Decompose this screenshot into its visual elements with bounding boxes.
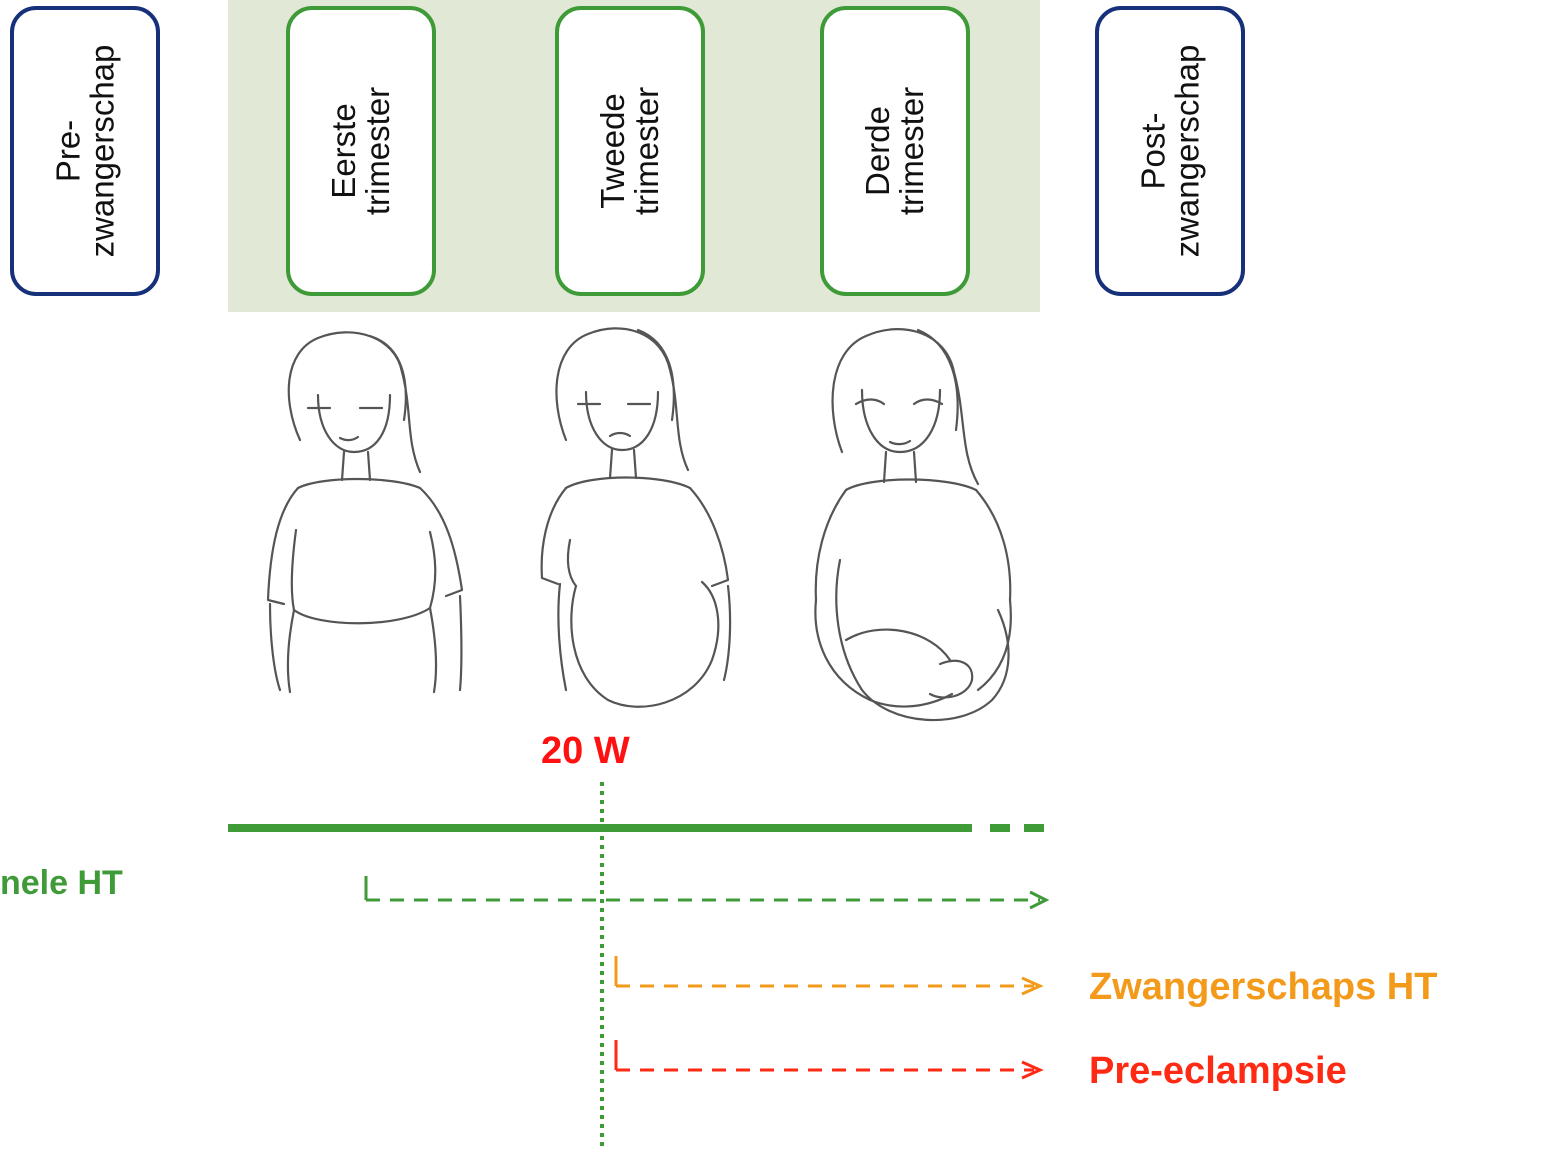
gestational-ht-arrow — [614, 956, 1044, 996]
chronic-ht-label: nele HT — [0, 864, 123, 902]
figure-first-trimester — [266, 331, 464, 694]
figure-second-trimester — [540, 327, 732, 708]
phase-pre-pregnancy: Pre-zwangerschap — [10, 6, 160, 296]
preeclampsia-arrow — [614, 1040, 1044, 1080]
chronic-ht-arrow — [364, 876, 1050, 910]
week-20-label: 20 W — [541, 730, 630, 772]
phase-post-pregnancy: Post-zwangerschap — [1095, 6, 1245, 296]
figure-third-trimester — [814, 328, 1012, 722]
gestational-ht-label: Zwangerschaps HT — [1089, 966, 1438, 1008]
preeclampsia-label: Pre-eclampsie — [1089, 1050, 1347, 1092]
